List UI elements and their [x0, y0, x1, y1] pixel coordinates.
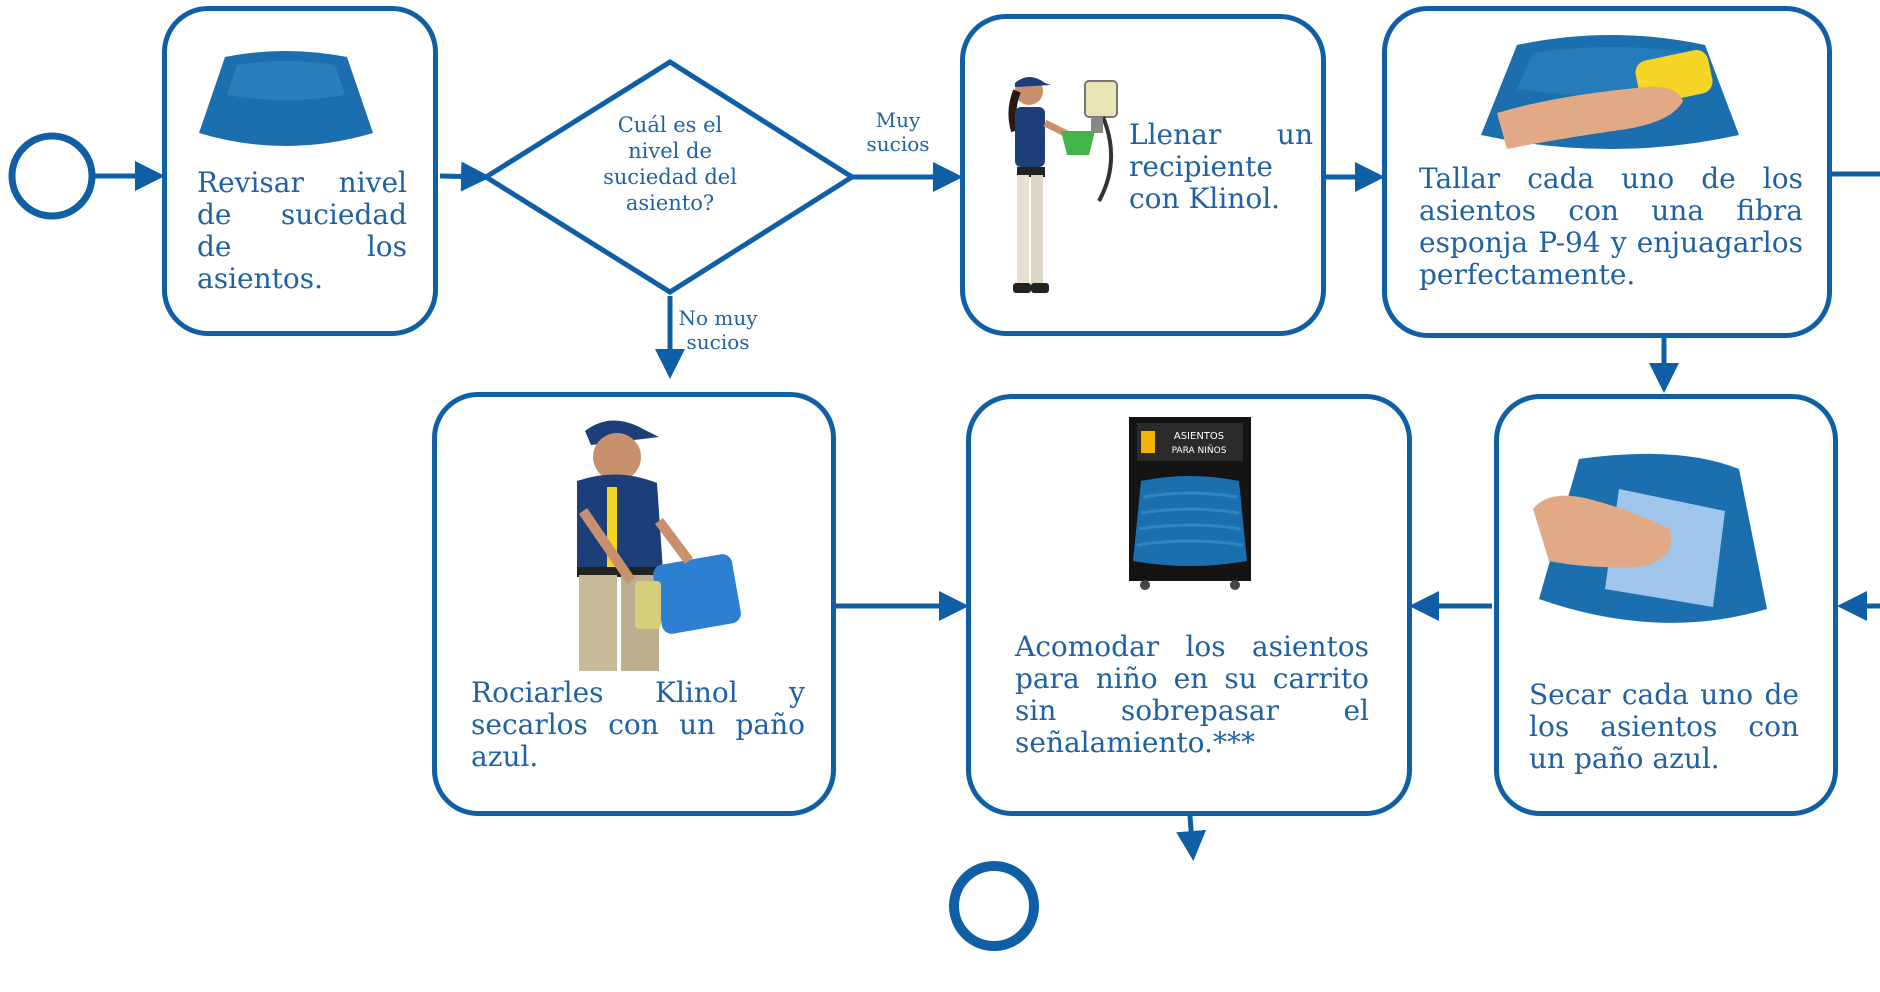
decision-diamond [481, 59, 857, 295]
sign-line1: ASIENTOS [1174, 431, 1224, 442]
start-event [8, 132, 96, 220]
arrow-acomodar-to-end [1176, 815, 1207, 861]
step-acomodar-box: ASIENTOS PARA NIÑOS Acomodar los asiento… [966, 394, 1412, 816]
seat-cart-icon: ASIENTOS PARA NIÑOS [1129, 417, 1251, 590]
worker-spraying-icon [577, 420, 741, 671]
seat-icon [199, 51, 373, 146]
worker-filling-icon [1008, 77, 1118, 293]
arrow-revisar-to-decision [439, 161, 491, 192]
end-event [949, 861, 1039, 951]
scrubbing-seat-icon [1481, 35, 1739, 149]
step-llenar-text: Llenar un recipiente con Klinol. [1129, 118, 1313, 215]
step-rociarles-text: Rociarles Klinol y secarlos con un paño … [471, 676, 805, 773]
step-tallar-box: Tallar cada uno de los asientos con una … [1382, 6, 1832, 338]
sign-line2: PARA NIÑOS [1172, 445, 1227, 456]
step-tallar-text: Tallar cada uno de los asientos con una … [1419, 162, 1803, 291]
step-acomodar-text: Acomodar los asientos para niño en su ca… [1015, 630, 1369, 759]
branch-label-muy-sucios: Muy sucios [866, 108, 930, 156]
decision-question: Cuál es el nivel de suciedad del asiento… [603, 113, 737, 215]
step-llenar-box: Llenar un recipiente con Klinol. [960, 14, 1326, 336]
wiping-seat-icon [1533, 453, 1767, 623]
step-secar-text: Secar cada uno de los asientos con un pa… [1529, 678, 1799, 775]
step-revisar-box: Revisar nivel de suciedad de los asiento… [162, 6, 438, 336]
step-revisar-text: Revisar nivel de suciedad de los asiento… [197, 166, 407, 295]
step-rociarles-box: Rociarles Klinol y secarlos con un paño … [432, 392, 836, 816]
branch-label-no-muy-sucios: No muy sucios [678, 306, 758, 354]
step-secar-box: Secar cada uno de los asientos con un pa… [1494, 394, 1838, 816]
